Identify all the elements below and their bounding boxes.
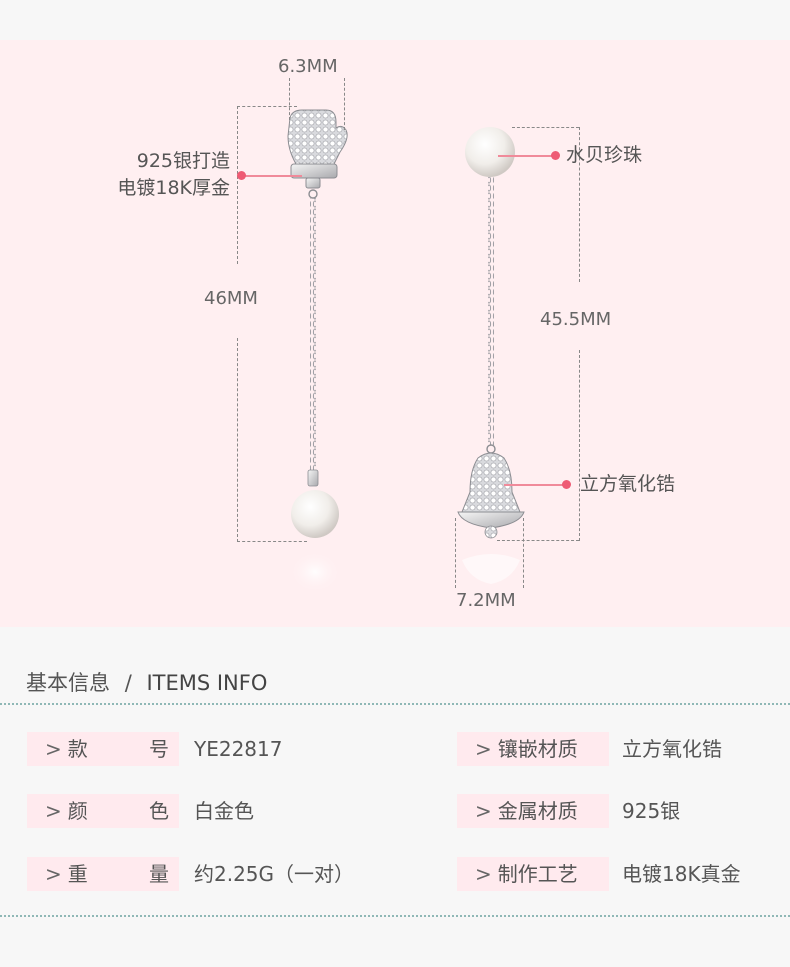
left-length-guide-top: [237, 106, 297, 107]
spec-row: >款 号 YE22817 >镶嵌材质 立方氧化锆: [0, 732, 790, 766]
spec-row: >颜 色 白金色 >金属材质 925银: [0, 794, 790, 828]
left-length-guide-lower: [237, 338, 238, 542]
bell-charm: [457, 444, 525, 584]
spec-value-craft: 电镀18K真金: [622, 862, 741, 886]
right-chain: [488, 177, 494, 445]
spec-key-weight: >重 量: [27, 857, 179, 891]
section-title-en: ITEMS INFO: [146, 671, 268, 695]
spec-row: >重 量 约2.25G（一对） >制作工艺 电镀18K真金: [0, 857, 790, 891]
spec-value-weight: 约2.25G（一对）: [194, 862, 355, 886]
spec-key-metal-material: >金属材质: [457, 794, 609, 828]
right-width-guide-right: [523, 518, 524, 588]
right-length-guide-top: [512, 127, 579, 128]
right-length-label: 45.5MM: [540, 309, 612, 330]
left-chain: [310, 198, 316, 470]
spec-key-inlay-material: >镶嵌材质: [457, 732, 609, 766]
spec-value-color: 白金色: [194, 799, 254, 823]
left-width-label: 6.3MM: [278, 56, 338, 77]
left-length-guide-upper: [237, 106, 238, 264]
spec-key-color: >颜 色: [27, 794, 179, 828]
spec-value-metal-material: 925银: [622, 799, 681, 823]
mitten-stud: [287, 109, 348, 199]
section-title: 基本信息 / ITEMS INFO: [26, 667, 267, 697]
right-length-guide-upper: [579, 127, 580, 282]
divider-bottom: [0, 915, 790, 917]
section-title-cn: 基本信息: [26, 671, 110, 695]
right-width-guide-left: [455, 518, 456, 588]
section-title-sep: /: [124, 671, 132, 695]
right-length-guide-lower: [579, 350, 580, 541]
pearl-stud: [465, 127, 515, 177]
zircon-callout: 立方氧化锆: [580, 473, 676, 495]
left-callout-dot: [237, 171, 246, 180]
left-width-guide-left: [289, 78, 290, 120]
top-margin: [0, 0, 790, 40]
zircon-callout-dot: [562, 480, 571, 489]
spec-value-inlay-material: 立方氧化锆: [622, 737, 722, 761]
divider-top: [0, 703, 790, 705]
spec-key-craft: >制作工艺: [457, 857, 609, 891]
zircon-callout-line: [504, 484, 566, 486]
left-length-guide-bottom: [237, 541, 307, 542]
left-material-callout: 925银打造 电镀18K厚金: [117, 150, 230, 199]
spec-value-model: YE22817: [194, 737, 283, 761]
left-callout-line: [242, 175, 302, 177]
left-length-label: 46MM: [204, 288, 258, 309]
pearl-callout: 水贝珍珠: [566, 144, 643, 166]
spec-key-model: >款 号: [27, 732, 179, 766]
pearl-callout-dot: [551, 151, 560, 160]
right-width-label: 7.2MM: [456, 590, 516, 611]
right-length-guide-bottom: [497, 540, 579, 541]
left-pearl: [291, 469, 339, 590]
product-diagram-panel: [0, 40, 790, 627]
pearl-callout-line: [498, 155, 556, 157]
left-width-guide-right: [344, 78, 345, 130]
